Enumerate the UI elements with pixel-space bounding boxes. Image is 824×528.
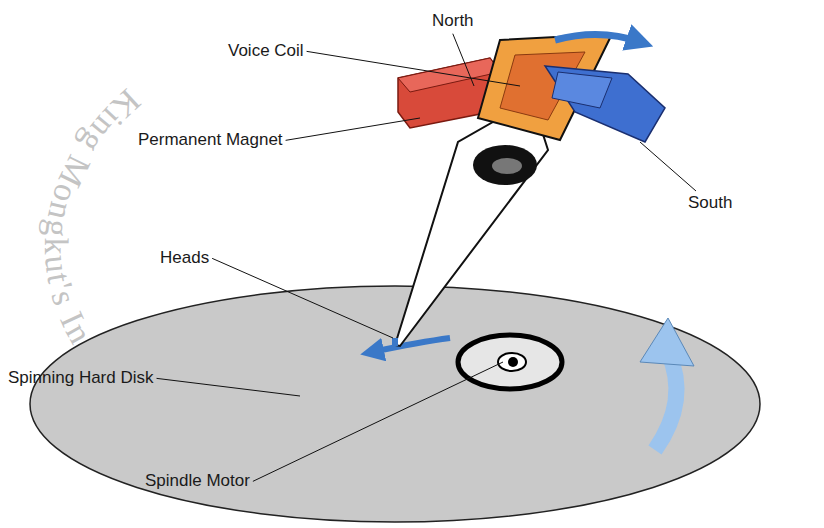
pivot: [473, 145, 537, 185]
spin-arrow-head: [640, 318, 694, 366]
part-label: Spindle Motor: [145, 472, 250, 491]
part-label: North: [432, 12, 474, 31]
south-magnet-top: [552, 72, 612, 108]
pivot-bearing: [492, 158, 522, 174]
north-magnet-top: [398, 58, 500, 92]
south-magnet: [545, 66, 665, 142]
swing-arrow: [555, 34, 640, 42]
leader-line: [307, 51, 520, 86]
leader-line: [640, 142, 696, 191]
leader-line: [157, 378, 300, 396]
leader-line: [253, 362, 503, 481]
part-label: Spinning Hard Disk: [8, 369, 154, 388]
platter: [30, 286, 760, 522]
voice-coil: [478, 34, 612, 140]
leader-line: [286, 118, 420, 140]
part-label: South: [688, 194, 732, 213]
part-label: Permanent Magnet: [138, 131, 283, 150]
part-label: Voice Coil: [228, 42, 304, 61]
spin-arrow: [655, 352, 676, 450]
spindle-shaft: [508, 357, 518, 367]
actuator-arm: [395, 118, 548, 346]
leader-line: [212, 258, 393, 338]
part-label: Heads: [160, 249, 209, 268]
spindle-ring: [458, 335, 562, 389]
leader-line: [453, 34, 474, 86]
rotation-arrow: [372, 338, 450, 352]
head: [392, 338, 398, 346]
